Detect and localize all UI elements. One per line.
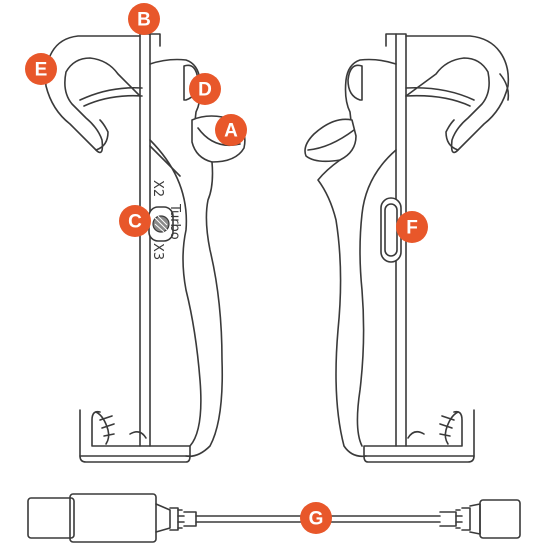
callout-g: G bbox=[300, 502, 332, 534]
left-bottom-foot bbox=[79, 409, 191, 457]
switch-label-x2: X2 bbox=[150, 180, 165, 197]
right-controller bbox=[304, 33, 510, 463]
switch-label-x3: X3 bbox=[150, 243, 165, 260]
svg-text:E: E bbox=[35, 60, 48, 81]
callout-f: F bbox=[396, 211, 428, 243]
right-top-hook bbox=[405, 35, 510, 154]
switch-label-turbo: Turbo bbox=[167, 203, 182, 240]
svg-text:F: F bbox=[406, 218, 418, 239]
usb-a-connector bbox=[27, 497, 75, 539]
right-bottom-foot bbox=[363, 409, 475, 457]
svg-text:A: A bbox=[224, 121, 238, 142]
svg-text:D: D bbox=[198, 80, 212, 101]
right-grip bbox=[356, 149, 397, 447]
callout-a: A bbox=[215, 114, 247, 146]
usb-c-connector bbox=[479, 499, 521, 539]
svg-text:C: C bbox=[128, 212, 142, 233]
right-trigger bbox=[304, 118, 357, 163]
usb-cable bbox=[27, 493, 521, 543]
callout-c: C bbox=[119, 205, 151, 237]
left-grip bbox=[149, 139, 202, 447]
svg-text:B: B bbox=[137, 10, 151, 31]
callout-d: D bbox=[189, 73, 221, 105]
callout-e: E bbox=[25, 53, 57, 85]
callout-b: B bbox=[128, 3, 160, 35]
svg-text:G: G bbox=[309, 509, 324, 530]
